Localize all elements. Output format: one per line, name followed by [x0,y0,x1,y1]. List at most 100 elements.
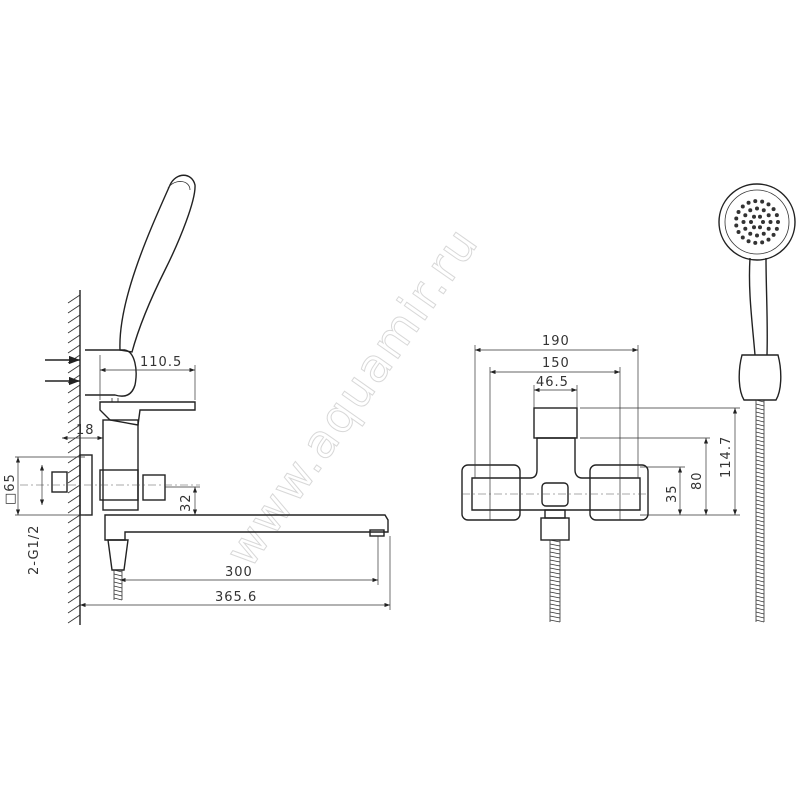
hose-coil [755,471,765,475]
hose-coil [755,499,765,503]
hose-coil [755,619,765,623]
hose-coil [755,435,765,439]
hatch-line [67,454,81,464]
spray-hole [771,232,776,237]
spray-hole [758,214,762,219]
dim-body-height: 80 [690,471,705,490]
hose-coil [549,555,561,559]
dim-wall-offset: 18 [76,423,95,438]
wall-hatching [67,294,81,624]
hose-coil [755,579,765,583]
mixer-body [102,419,139,511]
hose-coil [755,447,765,451]
spray-hole [734,223,739,228]
hatch-line [67,574,81,584]
hose-coil [549,583,561,587]
hatch-line [67,344,81,354]
hose-coil [113,569,123,573]
watermark: www.aquamir.ru [215,217,489,576]
hatch-line [67,304,81,314]
hose-coil [755,495,765,499]
spray-hole [766,237,771,242]
spray-hole [752,225,756,230]
hose-coil [755,459,765,463]
hose-coil [755,535,765,539]
hose-coil [549,575,561,579]
hose-coil [755,611,765,615]
hose [549,539,561,623]
dim-overall-width: 190 [542,334,570,349]
hose-coil [755,567,765,571]
hand-shower [119,174,196,353]
spray-hole [766,213,771,218]
hatch-line [67,364,81,374]
hose-coil [755,491,765,495]
spray-hole [761,208,766,213]
shower-view [718,183,796,623]
spray-hole [741,220,746,224]
hose-coil [755,583,765,587]
hatch-line [67,414,81,424]
hatch-line [67,554,81,564]
shower-holder-front [738,354,782,401]
spray-hole [734,216,739,221]
hatch-line [67,584,81,594]
dim-total-length: 365.6 [215,590,257,605]
spray-hole [748,208,753,213]
lever-front [533,407,578,439]
hose-coil [113,573,123,577]
aerator [369,529,385,537]
hatch-line [67,294,81,304]
hose-coil [755,551,765,555]
hatch-line [67,404,81,414]
hose-coil [755,615,765,619]
side-view: 110.5 18 □65 2-G1/2 32 300 365.6 [3,174,391,625]
hose-coil [755,563,765,567]
dim-thread: 2-G1/2 [27,525,42,575]
hose-coil [755,599,765,603]
hose-coil [755,407,765,411]
hatch-line [67,354,81,364]
hose [113,569,123,601]
hose-coil [755,571,765,575]
hose-coil [755,503,765,507]
spray-hole [752,214,756,219]
hatch-line [67,384,81,394]
hose-coil [755,555,765,559]
hatch-line [67,504,81,514]
hose-coil [113,589,123,593]
spray-hole [768,220,773,224]
shower-head [718,183,796,261]
spray-hole [766,226,771,231]
spray-hole [740,235,745,240]
hatch-line [67,604,81,614]
hatch-line [67,534,81,544]
spray-hole [736,210,741,215]
hose-coil [755,479,765,483]
hose-coil [755,419,765,423]
hose-coil [549,615,561,619]
spray-hole [774,213,779,218]
outlet-fitting [544,509,566,519]
hose-coil [755,511,765,515]
spray-hole [760,240,765,245]
spray-hole [743,226,748,231]
spray-hole [766,202,771,207]
spray-hole [774,226,779,231]
spray-hole [753,240,758,245]
hatch-line [67,334,81,344]
mixer-body-front [471,437,641,511]
hose-coil [549,607,561,611]
dim-body-width: 46.5 [536,375,569,390]
hatch-line [67,484,81,494]
hose-connector [107,539,129,571]
hatch-line [67,594,81,604]
shower-holder [85,349,137,397]
spray-holes [734,199,780,245]
shower-face [167,181,191,191]
hose-coil [549,599,561,603]
hose-coil [549,579,561,583]
hatch-line [67,564,81,574]
spray-hole [749,220,753,224]
hose-coil [755,591,765,595]
